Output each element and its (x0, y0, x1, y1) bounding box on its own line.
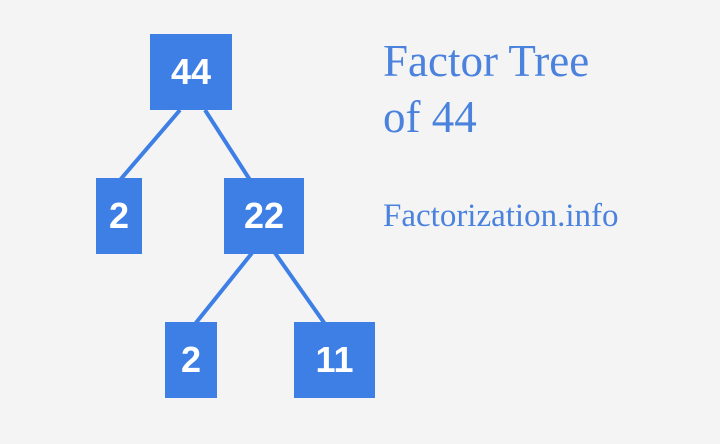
edge-44-to-22 (203, 108, 252, 182)
edge-44-to-2 (118, 108, 182, 182)
edge-22-to-2 (193, 251, 254, 326)
tree-node-root: 44 (150, 34, 232, 110)
tree-node-level2-left: 2 (165, 322, 217, 398)
site-label: Factorization.info (383, 198, 619, 234)
diagram-title: Factor Tree of 44 (383, 33, 589, 145)
tree-node-level1-right: 22 (224, 178, 304, 254)
diagram-title-line2: of 44 (383, 92, 477, 142)
diagram-title-line1: Factor Tree (383, 36, 590, 86)
tree-node-level1-left: 2 (96, 178, 142, 254)
tree-node-level2-right: 11 (294, 322, 375, 398)
edge-22-to-11 (273, 251, 327, 326)
